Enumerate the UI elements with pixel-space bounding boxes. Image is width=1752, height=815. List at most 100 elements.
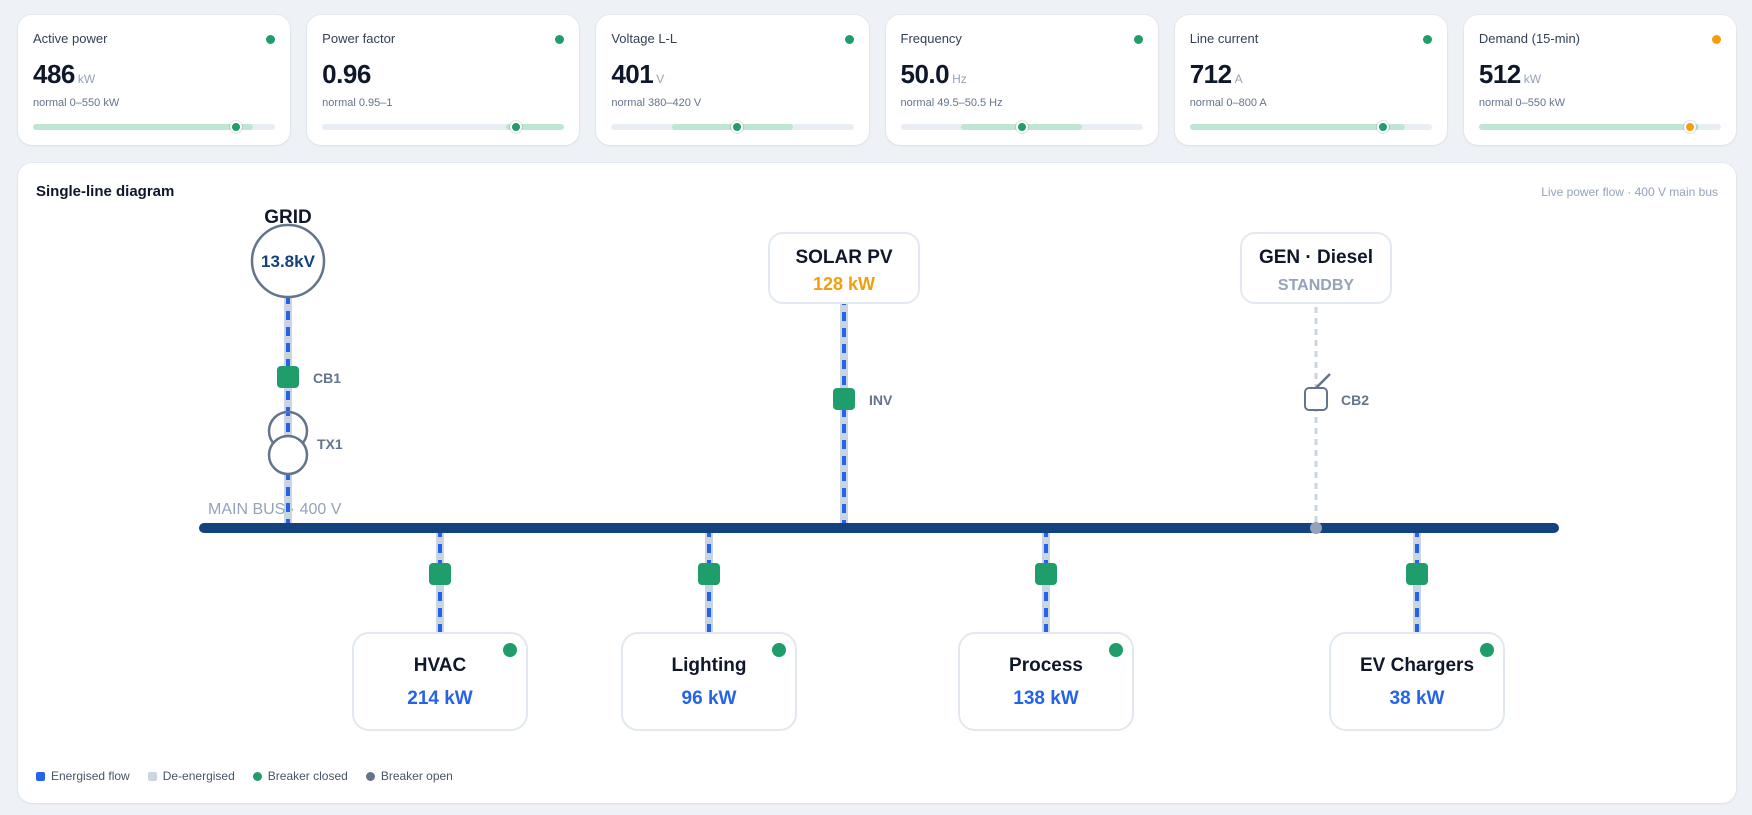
status-dot <box>555 35 565 44</box>
load-name: Lighting <box>672 655 747 676</box>
load-status-dot <box>503 643 517 657</box>
kpi-unit: kW <box>1523 72 1542 86</box>
load-box <box>352 632 528 731</box>
kpi-range: normal 0–550 kW <box>1478 97 1566 109</box>
load-value: 214 kW <box>407 688 473 709</box>
transformer-tx1[interactable] <box>267 410 309 476</box>
solar-source[interactable]: SOLAR PV 128 kW <box>768 232 920 304</box>
kpi-value: 0.96 <box>322 59 371 89</box>
status-dot <box>1422 35 1432 44</box>
kpi-unit: kW <box>77 72 96 86</box>
kpi-title: Line current <box>1189 31 1259 46</box>
breaker-open-lever <box>1315 373 1331 389</box>
grid-voltage: 13.8kV <box>261 252 316 271</box>
kpi-range: normal 0–800 A <box>1189 97 1267 109</box>
load-ev-chargers[interactable]: EV Chargers 38 kW <box>1329 632 1505 731</box>
normal-band <box>1478 124 1700 130</box>
deenergised-swatch <box>147 771 157 781</box>
kpi-gauge <box>1189 121 1432 133</box>
kpi-unit: A <box>1234 72 1243 86</box>
inverter-breaker[interactable] <box>833 388 855 410</box>
load-name: HVAC <box>414 655 467 676</box>
kpi-title: Frequency <box>900 31 962 46</box>
kpi-value: 486 <box>33 59 75 89</box>
kpi-range: normal 380–420 V <box>611 97 702 109</box>
gauge-marker <box>230 121 243 133</box>
kpi-unit: Hz <box>952 72 967 86</box>
transformer-label: TX1 <box>317 436 343 452</box>
legend-energised: Energised flow <box>36 769 130 783</box>
breaker-cb2-open[interactable] <box>1304 373 1331 411</box>
solar-box <box>768 232 920 304</box>
kpi-value: 512 <box>1478 59 1521 89</box>
breaker-cb2-label: CB2 <box>1341 392 1369 408</box>
breaker-ev-chargers[interactable] <box>1406 563 1428 585</box>
generator-source[interactable]: GEN · Diesel STANDBY <box>1240 232 1392 304</box>
kpi-title: Active power <box>33 31 108 46</box>
kpi-title: Voltage L-L <box>611 31 678 46</box>
solar-name: SOLAR PV <box>795 247 892 268</box>
legend-deenergised: De-energised <box>147 769 235 783</box>
kpi-range: normal 0–550 kW <box>33 97 120 109</box>
generator-bus-tap <box>1310 522 1322 534</box>
breaker-process[interactable] <box>1035 563 1057 585</box>
grid-source-icon <box>250 223 326 299</box>
kpi-value: 712 <box>1189 59 1232 89</box>
kpi-gauge <box>33 121 276 133</box>
kpi-gauge <box>611 121 854 133</box>
kpi-gauge <box>1478 121 1722 133</box>
kpi-gauge <box>900 121 1143 133</box>
load-lighting[interactable]: Lighting 96 kW <box>621 632 797 731</box>
legend-breaker-closed: Breaker closed <box>252 769 348 783</box>
status-dot <box>844 35 854 44</box>
gauge-marker <box>1683 121 1696 133</box>
gauge-marker <box>731 121 744 133</box>
normal-band <box>33 124 254 130</box>
breaker-open-icon <box>1304 387 1328 411</box>
load-box <box>621 632 797 731</box>
breaker-cb1-label: CB1 <box>313 370 341 386</box>
kpi-value: 401 <box>611 59 654 89</box>
grid-source[interactable]: 13.8kV <box>250 223 326 299</box>
panel-title: Single-line diagram <box>36 183 175 200</box>
kpi-value: 50.0 <box>900 59 950 89</box>
kpi-title: Demand (15-min) <box>1478 31 1581 46</box>
normal-band <box>1189 124 1406 130</box>
breaker-hvac[interactable] <box>429 563 451 585</box>
kpi-gauge <box>322 121 565 133</box>
grid-label: GRID <box>264 207 312 228</box>
breaker-cb1[interactable] <box>277 366 299 388</box>
single-line-diagram-panel: Single-line diagram Live power flow · 40… <box>18 163 1736 803</box>
breaker-open-swatch <box>365 771 375 781</box>
kpi-range: normal 0.95–1 <box>322 97 393 109</box>
load-status-dot <box>1109 643 1123 657</box>
load-hvac[interactable]: HVAC 214 kW <box>352 632 528 731</box>
kpi-card-power-factor[interactable]: Power factor 0.96 normal 0.95–1 <box>307 15 580 145</box>
status-dot <box>1133 35 1143 44</box>
generator-status: STANDBY <box>1278 277 1354 294</box>
status-dot <box>266 35 276 44</box>
normal-band <box>506 124 565 130</box>
legend-breaker-open: Breaker open <box>365 769 453 783</box>
breaker-lighting[interactable] <box>698 563 720 585</box>
solar-value: 128 kW <box>813 274 875 294</box>
generator-box <box>1240 232 1392 304</box>
status-dot <box>1712 35 1722 44</box>
panel-subtitle: Live power flow · 400 V main bus <box>1541 185 1718 199</box>
load-status-dot <box>1480 643 1494 657</box>
load-status-dot <box>772 643 786 657</box>
gauge-marker <box>509 121 522 133</box>
load-process[interactable]: Process 138 kW <box>958 632 1134 731</box>
load-value: 38 kW <box>1390 688 1445 709</box>
kpi-title: Power factor <box>322 31 396 46</box>
breaker-closed-swatch <box>252 771 262 781</box>
inverter-label: INV <box>869 392 893 408</box>
load-value: 96 kW <box>682 688 737 709</box>
generator-name: GEN · Diesel <box>1259 247 1373 268</box>
